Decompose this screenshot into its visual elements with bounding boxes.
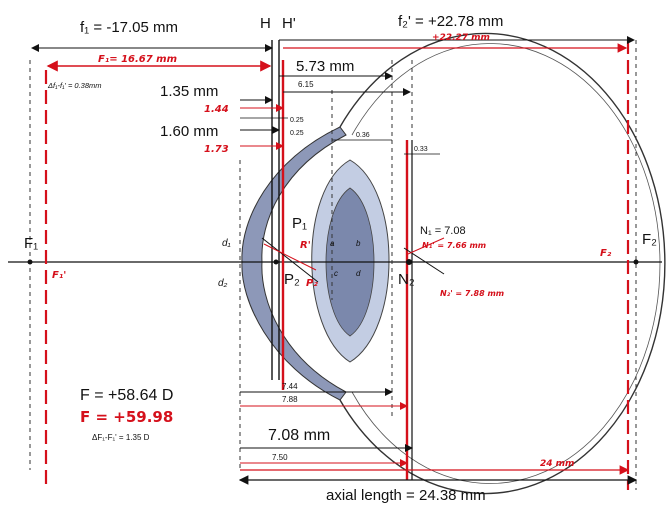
label-F1-red: F₁' xyxy=(52,270,66,281)
label-N1: N₁ = 7.08 xyxy=(420,225,466,237)
label-d2: d₂ xyxy=(218,278,228,289)
label-F1: F₁ xyxy=(24,235,38,252)
label-H: H xyxy=(260,15,271,32)
eyeball-sclera xyxy=(339,32,666,495)
label-N2-red: N₂' = 7.88 mm xyxy=(440,289,504,298)
point-F2 xyxy=(633,259,639,265)
label-744: 7.44 xyxy=(282,382,298,391)
lens-label-b: b xyxy=(356,239,361,248)
label-f1-red: F₁= 16.67 mm xyxy=(98,54,177,65)
label-573: 5.73 mm xyxy=(296,58,354,75)
nodal-ray-2-red xyxy=(407,237,445,255)
label-delta-power: ΔF₁-F₁' = 1.35 D xyxy=(92,433,150,442)
label-P2-red: P₂ xyxy=(306,278,318,289)
label-135: 1.35 mm xyxy=(160,83,218,100)
label-24: 24 mm xyxy=(540,459,574,469)
label-delta-f1: Δf₁-f₁' = 0.38mm xyxy=(47,81,102,90)
label-P2: P₂ xyxy=(284,271,300,288)
label-d1: d₁ xyxy=(222,238,231,249)
nodal-ray-red xyxy=(263,243,317,271)
label-H-prime: H' xyxy=(282,15,296,32)
label-615: 6.15 xyxy=(298,80,314,89)
label-160: 1.60 mm xyxy=(160,123,218,140)
label-788: 7.88 xyxy=(282,395,298,404)
label-033: 0.33 xyxy=(414,146,428,153)
label-F2-red: F₂ xyxy=(600,248,612,259)
label-144: 1.44 xyxy=(204,104,229,115)
point-F1 xyxy=(27,259,33,265)
label-N2: N₂ xyxy=(398,271,415,288)
label-N1-red: N₁' = 7.66 mm xyxy=(422,241,486,250)
label-173: 1.73 xyxy=(204,144,229,155)
label-P1: P₁ xyxy=(292,215,307,232)
label-750: 7.50 xyxy=(272,453,288,462)
nodal-ray xyxy=(261,237,319,283)
label-f2-red: +22.27 mm xyxy=(432,33,490,43)
label-f2: f₂' = +22.78 mm xyxy=(398,13,503,30)
label-025b: 0.25 xyxy=(290,130,304,137)
label-R: R' xyxy=(300,240,311,251)
label-power: F = +58.64 D xyxy=(80,387,173,404)
label-708: 7.08 mm xyxy=(268,427,330,444)
label-f1: f₁ = -17.05 mm xyxy=(80,19,178,36)
label-025: 0.25 xyxy=(290,117,304,124)
point-P xyxy=(273,259,279,265)
lens-label-d: d xyxy=(356,269,361,278)
lens-label-a: a xyxy=(330,239,335,248)
lens-label-c: c xyxy=(334,269,338,278)
label-F2: F₂ xyxy=(642,231,657,248)
label-axial: axial length = 24.38 mm xyxy=(326,487,486,504)
label-power-red: F = +59.98 xyxy=(80,408,173,426)
eyeball-sclera-inner xyxy=(351,43,661,484)
point-N xyxy=(406,259,412,265)
label-036: 0.36 xyxy=(356,132,370,139)
